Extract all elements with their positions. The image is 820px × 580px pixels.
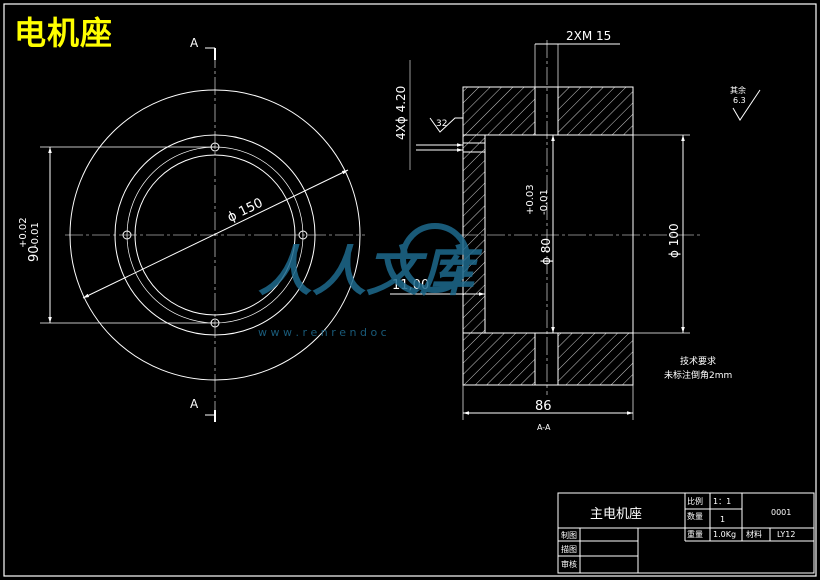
section-view <box>390 40 700 420</box>
front-view <box>40 47 365 422</box>
view-label: A-A <box>537 423 551 432</box>
roughness-rest-symbol <box>732 89 761 121</box>
roughness-32: 32 <box>436 119 447 129</box>
dim-thread: 2XM 15 <box>566 29 611 43</box>
tb-material-value: LY12 <box>777 530 795 539</box>
dim-bore-tol-lower: -0.01 <box>539 189 550 215</box>
tb-material-label: 材料 <box>746 529 762 539</box>
watermark-url: w w w . r e n r e n d o c <box>258 326 387 339</box>
dim-holes: 4Xϕ 4.20 <box>394 86 408 140</box>
tb-qty-value: 1 <box>720 515 725 524</box>
roughness-rest-label: 其余 <box>730 85 746 95</box>
tb-part-name: 主电机座 <box>590 507 642 522</box>
roughness-rest-value: 6.3 <box>733 96 746 105</box>
watermark: 人人文库 w w w . r e n r e n d o c <box>258 223 483 339</box>
tb-weight-label: 重量 <box>687 529 703 539</box>
tb-qty-label: 数量 <box>687 511 703 521</box>
section-mark-top: A <box>190 36 199 50</box>
dim-width: 86 <box>535 399 552 414</box>
tb-check-label: 审核 <box>561 559 577 569</box>
watermark-brand: 人人文库 <box>258 240 483 303</box>
title-block <box>557 492 815 574</box>
tb-draw2-label: 描图 <box>561 544 577 554</box>
dim-height-90: 90 <box>27 245 42 262</box>
drawing-border <box>3 3 817 577</box>
section-mark-bottom: A <box>190 397 199 411</box>
dim-dia150: ϕ 150 <box>225 196 265 226</box>
drawing-title: 电机座 <box>14 14 114 52</box>
dim-height-tol-lower: -0.01 <box>30 222 41 248</box>
dia150-line <box>82 169 349 299</box>
tb-scale-value: 1：1 <box>713 497 731 506</box>
tb-weight-value: 1.0Kg <box>713 530 736 539</box>
dim-height-tol-upper: +0.02 <box>18 217 29 248</box>
dim-bore: ϕ 80 <box>539 238 553 265</box>
tech-req-heading: 技术要求 <box>680 355 716 367</box>
tech-req-note: 未标注倒角2mm <box>664 369 732 381</box>
dim-bore-tol-upper: +0.03 <box>525 184 536 215</box>
tb-drawn-label: 制图 <box>561 530 577 540</box>
dim-outer-dia: ϕ 100 <box>667 223 681 258</box>
tb-drawing-no: 0001 <box>771 508 791 517</box>
tb-scale-label: 比例 <box>687 496 703 506</box>
